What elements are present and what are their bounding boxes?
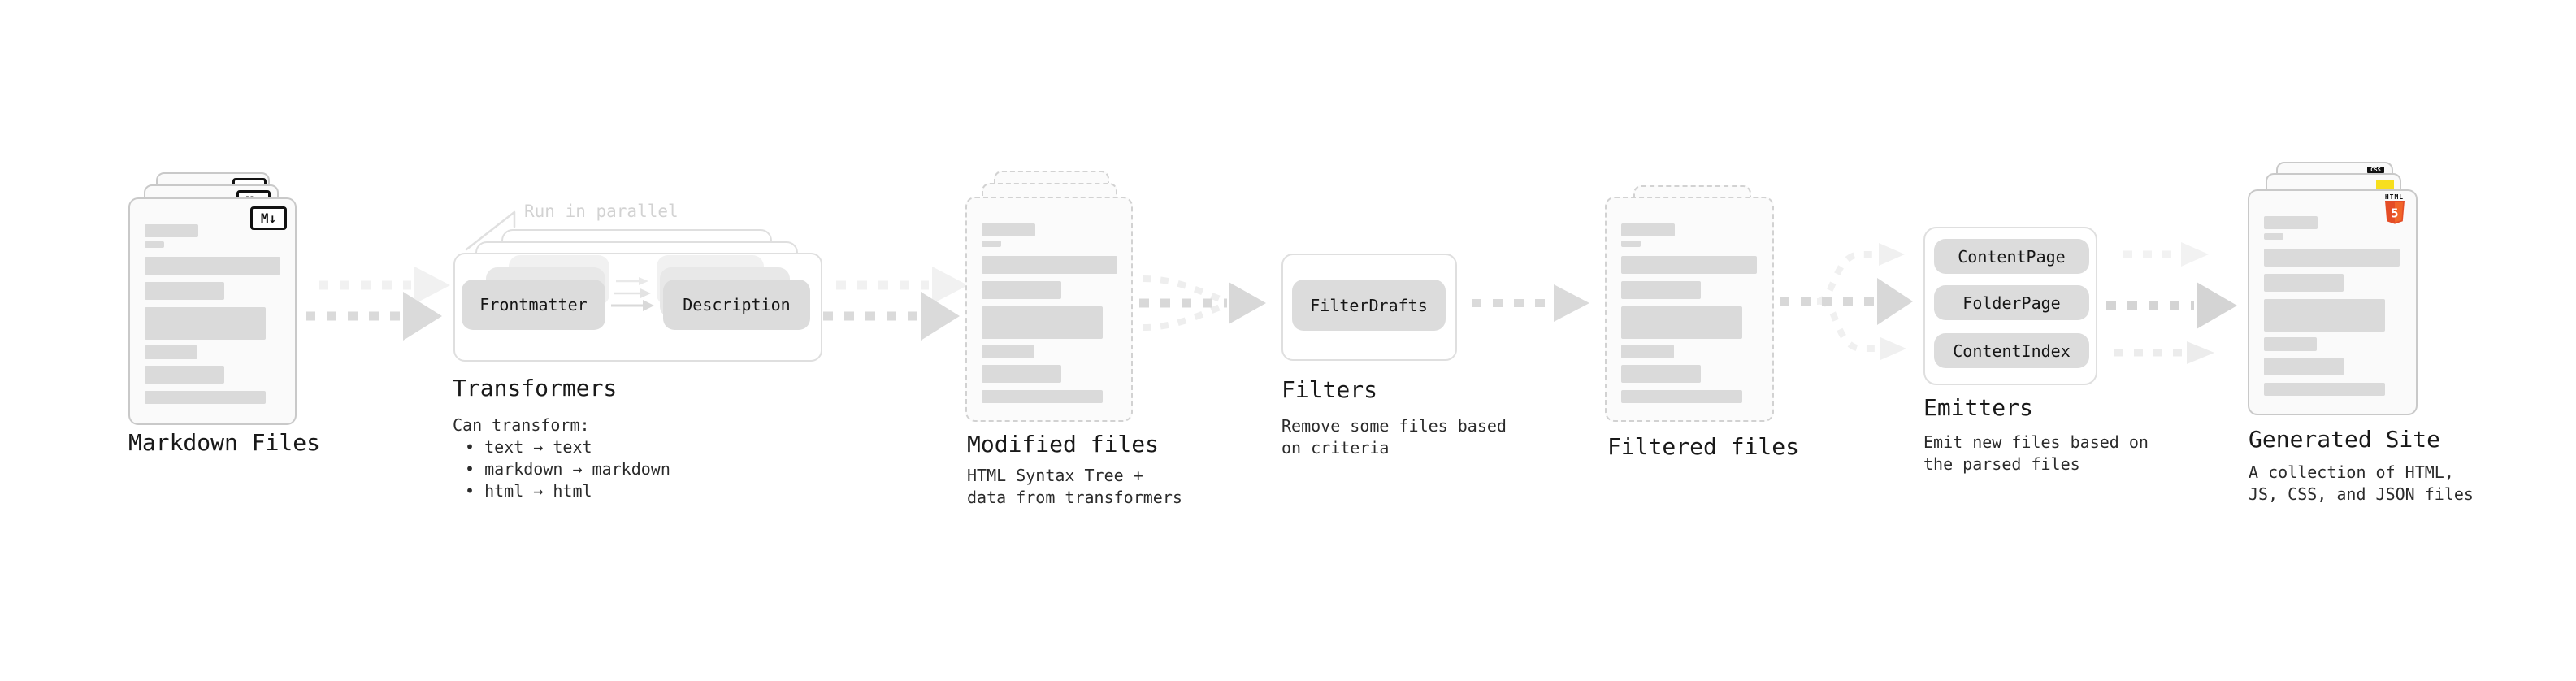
- html-file-page: HTML 5: [2248, 189, 2418, 415]
- doc-line-bar: [982, 365, 1061, 383]
- flow-arrow-markdown-to-transformers: [306, 267, 450, 340]
- html5-icon: HTML 5: [2383, 193, 2405, 225]
- doc-line-bar: [982, 256, 1117, 274]
- transformers-bullet-list: • text → text • markdown → markdown • ht…: [465, 436, 670, 502]
- doc-line-bar: [1621, 345, 1674, 358]
- filtered-files-label: Filtered files: [1607, 433, 1800, 460]
- description-node: Description: [663, 280, 810, 330]
- html5-icon-text: HTML: [2384, 193, 2405, 201]
- doc-line-bar: [145, 345, 197, 359]
- modified-files-desc: HTML Syntax Tree + data from transformer…: [967, 466, 1182, 507]
- doc-line-bar: [1621, 306, 1742, 339]
- doc-line-bar: [145, 224, 198, 237]
- doc-line-bar: [982, 241, 1001, 247]
- svg-text:5: 5: [2391, 206, 2398, 221]
- flow-arrow-transformers-to-modified: [823, 267, 968, 340]
- bullet-item: • html → html: [465, 481, 592, 501]
- markdown-file-page-1: M↓: [128, 197, 297, 425]
- doc-line-bar: [1621, 241, 1641, 247]
- doc-line-bar: [1621, 390, 1742, 403]
- doc-line-bar: [982, 345, 1034, 358]
- modified-file-page-1: [965, 197, 1133, 422]
- doc-line-bar: [145, 241, 164, 248]
- doc-line-bar: [1621, 365, 1701, 383]
- doc-line-bar: [2264, 233, 2283, 240]
- folderpage-node: FolderPage: [1934, 285, 2089, 320]
- flow-arrow-filters-to-filtered: [1472, 284, 1589, 322]
- html5-shield: 5: [2384, 201, 2405, 224]
- doc-line-bar: [1621, 281, 1701, 299]
- transformers-desc-heading: Can transform:: [453, 415, 590, 435]
- doc-line-bar: [2264, 358, 2344, 375]
- annotation-leader-line: [465, 210, 516, 251]
- doc-line-bar: [145, 282, 224, 300]
- flow-arrow-filtered-to-emitters: [1780, 243, 1913, 360]
- doc-line-bar: [145, 366, 224, 384]
- flow-arrow-emitters-to-site: [2106, 242, 2237, 364]
- emitters-label: Emitters: [1923, 394, 2033, 421]
- flow-arrow-modified-to-filters: [1139, 275, 1266, 331]
- doc-line-bar: [2264, 337, 2317, 351]
- doc-line-bar: [2264, 249, 2400, 267]
- doc-line-bar: [145, 307, 266, 340]
- javascript-icon: [2376, 180, 2394, 190]
- doc-line-bar: [2264, 383, 2385, 396]
- markdown-files-label: Markdown Files: [128, 429, 321, 456]
- contentindex-node: ContentIndex: [1934, 333, 2089, 368]
- doc-line-bar: [1621, 256, 1757, 274]
- doc-line-bar: [2264, 299, 2385, 332]
- doc-line-bar: [145, 391, 266, 404]
- doc-line-bar: [2264, 274, 2344, 292]
- filterdrafts-node: FilterDrafts: [1292, 280, 1446, 331]
- filters-desc: Remove some files based on criteria: [1281, 416, 1507, 458]
- generated-site-desc: A collection of HTML, JS, CSS, and JSON …: [2249, 462, 2474, 504]
- generated-site-label: Generated Site: [2249, 426, 2441, 453]
- doc-line-bar: [145, 257, 280, 275]
- doc-line-bar: [982, 223, 1035, 236]
- bullet-item: • text → text: [465, 437, 592, 457]
- css-icon-text: CSS: [2367, 167, 2384, 173]
- transformers-label: Transformers: [453, 375, 618, 401]
- bullet-item: • markdown → markdown: [465, 459, 670, 479]
- frontmatter-node: Frontmatter: [462, 280, 605, 330]
- filters-label: Filters: [1281, 376, 1378, 403]
- contentpage-node: ContentPage: [1934, 239, 2089, 274]
- markdown-icon: M↓: [250, 206, 287, 230]
- filtered-file-page-1: [1605, 197, 1774, 422]
- emitters-desc: Emit new files based on the parsed files: [1923, 432, 2149, 474]
- doc-line-bar: [2264, 216, 2318, 229]
- doc-line-bar: [982, 281, 1061, 299]
- transform-step-arrows: [611, 277, 654, 311]
- doc-line-bar: [982, 390, 1103, 403]
- doc-line-bar: [982, 306, 1103, 339]
- modified-files-label: Modified files: [967, 431, 1160, 458]
- doc-line-bar: [1621, 223, 1675, 236]
- run-in-parallel-annotation: Run in parallel: [524, 202, 679, 221]
